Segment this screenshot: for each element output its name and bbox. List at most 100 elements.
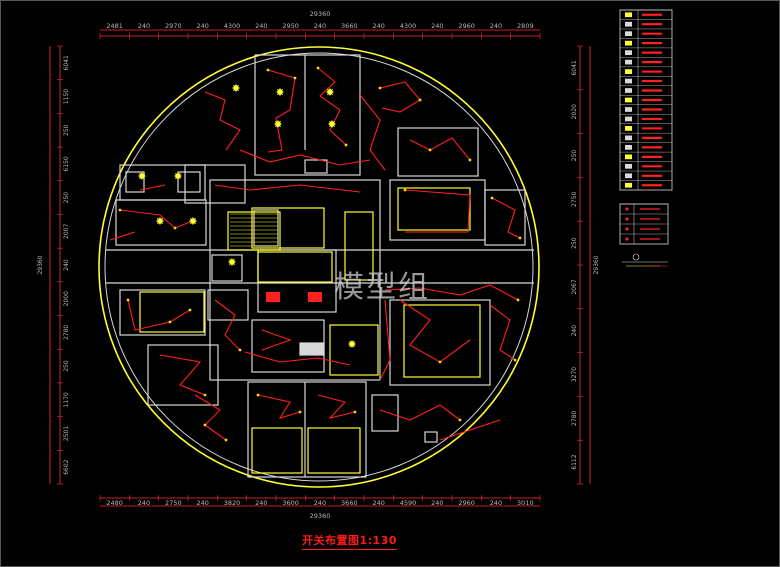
switch-point bbox=[316, 66, 320, 70]
right-dimension-label: 2020 bbox=[571, 104, 578, 119]
switch-legend-icon bbox=[625, 145, 632, 150]
top-dimension-label: 240 bbox=[431, 22, 443, 30]
ceiling-light-icon: ✸ bbox=[227, 256, 236, 269]
drawing-title: 开关布置图1:130 bbox=[302, 532, 398, 550]
north-symbol bbox=[622, 253, 668, 267]
left-dimension-label: 2007 bbox=[63, 223, 70, 238]
interior-walls bbox=[106, 54, 534, 478]
bottom-dimension-label: 240 bbox=[196, 499, 208, 507]
bottom-dimension-label: 240 bbox=[431, 499, 443, 507]
switch-point bbox=[298, 410, 302, 414]
switch-legend-icon bbox=[625, 40, 632, 46]
top-dimension-label: 240 bbox=[372, 22, 384, 30]
switch-legend-icon bbox=[625, 12, 632, 18]
right-dimension-label: 250 bbox=[571, 150, 578, 162]
switch-point bbox=[438, 360, 442, 364]
top-dimension-label: 240 bbox=[255, 22, 267, 30]
switch-legend-icon bbox=[625, 78, 632, 84]
top-dimension-label: 2481 bbox=[106, 22, 123, 30]
top-dimension-label: 3660 bbox=[341, 22, 358, 30]
bottom-dimension-label: 240 bbox=[372, 499, 384, 507]
ceiling-light-icon: ✸ bbox=[275, 86, 284, 99]
top-dimension-label: 240 bbox=[314, 22, 326, 30]
switch-point bbox=[256, 393, 260, 397]
switch-legend-icon bbox=[625, 227, 629, 231]
watermark-text: 模型组 bbox=[334, 270, 430, 305]
switch-point bbox=[188, 308, 192, 312]
switch-point bbox=[518, 236, 522, 240]
left-dimension-label: 6041 bbox=[63, 55, 70, 70]
bottom-dimension-label: 3010 bbox=[517, 499, 534, 507]
switch-legend-icon bbox=[625, 135, 632, 141]
top-dimension-label: 2970 bbox=[165, 22, 182, 30]
right-total-dimension: 29360 bbox=[593, 255, 600, 274]
staircase bbox=[230, 213, 278, 247]
switch-point bbox=[428, 148, 432, 152]
switch-point bbox=[468, 158, 472, 162]
bottom-dimension-label: 3600 bbox=[282, 499, 299, 507]
right-dimension-label: 3270 bbox=[571, 367, 578, 382]
top-dimension-label: 4300 bbox=[224, 22, 241, 30]
left-dimension-label: 1170 bbox=[63, 392, 70, 407]
right-dimension-label: 6041 bbox=[571, 60, 578, 75]
switch-legend-icon bbox=[625, 97, 632, 103]
switch-legend-icon bbox=[625, 163, 632, 169]
light-fixtures: ✸✸✸✸✸✸✸✸✸✸✸ bbox=[118, 66, 522, 442]
left-dimension-label: 2780 bbox=[63, 325, 70, 340]
legend-table-2 bbox=[619, 203, 669, 245]
legend-table bbox=[619, 9, 673, 191]
top-total-dimension: 29360 bbox=[310, 10, 331, 18]
switch-point bbox=[173, 226, 177, 230]
switch-point bbox=[418, 98, 422, 102]
bottom-dimension-label: 4590 bbox=[400, 499, 417, 507]
ceiling-light-icon: ✸ bbox=[155, 215, 164, 228]
wiring-boxes bbox=[266, 292, 322, 302]
bottom-dimension-label: 2480 bbox=[106, 499, 123, 507]
right-dimension-label: 250 bbox=[571, 237, 578, 249]
switch-wiring bbox=[109, 67, 521, 441]
bottom-dimension-label: 240 bbox=[490, 499, 502, 507]
right-dimension-label: 2780 bbox=[571, 410, 578, 425]
switch-legend-icon bbox=[625, 21, 632, 27]
switch-point bbox=[266, 68, 270, 72]
switch-point bbox=[344, 143, 348, 147]
switch-legend-icon bbox=[625, 69, 632, 74]
right-dimension-labels: 6041202025027502502067240327027806112293… bbox=[571, 45, 600, 485]
left-total-dimension: 29360 bbox=[37, 255, 44, 274]
switch-legend-icon bbox=[625, 182, 632, 188]
right-dimension-label: 240 bbox=[571, 325, 578, 337]
switch-legend-icon bbox=[625, 31, 632, 37]
switch-legend-icon bbox=[625, 217, 629, 221]
left-dimension-label: 2000 bbox=[63, 291, 70, 306]
left-dimension-label: 1150 bbox=[63, 89, 70, 104]
top-dimension-label: 4300 bbox=[400, 22, 417, 30]
left-dimension-label: 250 bbox=[63, 192, 70, 204]
switch-point bbox=[293, 76, 297, 80]
switch-legend-icon bbox=[625, 126, 632, 131]
switch-point bbox=[403, 188, 407, 192]
switch-legend-icon bbox=[625, 107, 632, 112]
building-outline bbox=[98, 46, 540, 488]
left-dimension-label: 2501 bbox=[63, 426, 70, 441]
bottom-dimension-label: 240 bbox=[138, 499, 150, 507]
switch-point bbox=[203, 423, 207, 427]
ceiling-light-icon: ✸ bbox=[325, 86, 334, 99]
switch-point bbox=[118, 208, 122, 212]
left-dimension-label: 250 bbox=[63, 124, 70, 136]
switch-point bbox=[203, 393, 207, 397]
ceiling-light-icon: ✸ bbox=[273, 118, 282, 131]
switch-point bbox=[353, 410, 357, 414]
left-dimension-label: 6602 bbox=[63, 459, 70, 474]
bottom-dimension-label: 3820 bbox=[224, 499, 241, 507]
switch-legend-icon bbox=[625, 116, 632, 122]
ceiling-light-icon: ✸ bbox=[173, 170, 182, 183]
ceiling-light-icon: ✸ bbox=[137, 170, 146, 183]
left-dimension-labels: 6041115025061502502007240200027802501170… bbox=[37, 45, 70, 485]
top-dimension-label: 240 bbox=[138, 22, 150, 30]
ceiling-light-icon: ✸ bbox=[231, 82, 240, 95]
switch-point bbox=[224, 438, 228, 442]
